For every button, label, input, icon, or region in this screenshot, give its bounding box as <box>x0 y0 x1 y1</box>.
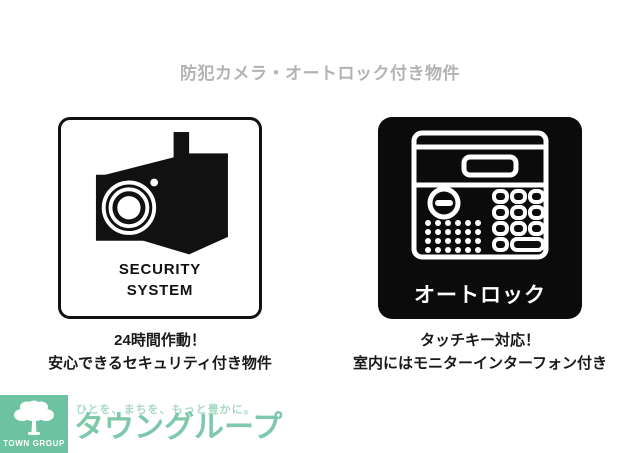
oak-tree-icon <box>14 400 54 435</box>
brand-footer: TOWN GROUP ひとを、まちを、もっと豊かに。 タウングループ <box>0 395 640 453</box>
auto-lock-icon-label: オートロック <box>378 284 582 307</box>
feature-item-security-camera: SECURITY SYSTEM 24時間作動！ 安心できるセキュリティ付き物件 <box>0 117 320 387</box>
security-camera-icon-label: SECURITY SYSTEM <box>61 259 259 303</box>
feature-caption-line1: 24時間作動！ <box>114 332 206 349</box>
brand-logo-mark: TOWN GROUP <box>0 395 68 453</box>
page-title: 防犯カメラ・オートロック付き物件 <box>180 64 460 83</box>
auto-lock-icon-label-line1: オートロック <box>414 283 546 307</box>
feature-caption-auto-lock: タッチキー対応！ 室内にはモニターインターフォン付き <box>320 329 640 376</box>
security-camera-icon-label-line1: SECURITY <box>118 260 202 278</box>
feature-item-auto-lock: オートロック タッチキー対応！ 室内にはモニターインターフォン付き <box>320 117 640 387</box>
brand-name: タウングループ <box>74 411 283 444</box>
feature-list: SECURITY SYSTEM 24時間作動！ 安心できるセキュリティ付き物件 <box>0 117 640 387</box>
brand-tagline: ひとを、まちを、もっと豊かに。 <box>76 404 256 416</box>
security-camera-icon <box>61 130 259 268</box>
auto-lock-panel-icon <box>378 127 582 265</box>
security-camera-icon-label-line2: SYSTEM <box>126 282 194 300</box>
auto-lock-icon-box: オートロック <box>378 117 582 319</box>
security-camera-icon-box: SECURITY SYSTEM <box>58 117 262 319</box>
feature-caption-line2: 室内にはモニターインターフォン付き <box>352 355 608 373</box>
feature-caption-security-camera: 24時間作動！ 安心できるセキュリティ付き物件 <box>0 329 320 376</box>
feature-caption-line2: 安心できるセキュリティ付き物件 <box>48 355 272 373</box>
brand-mark-label: TOWN GROUP <box>3 439 65 448</box>
feature-caption-line1: タッチキー対応！ <box>419 332 540 349</box>
